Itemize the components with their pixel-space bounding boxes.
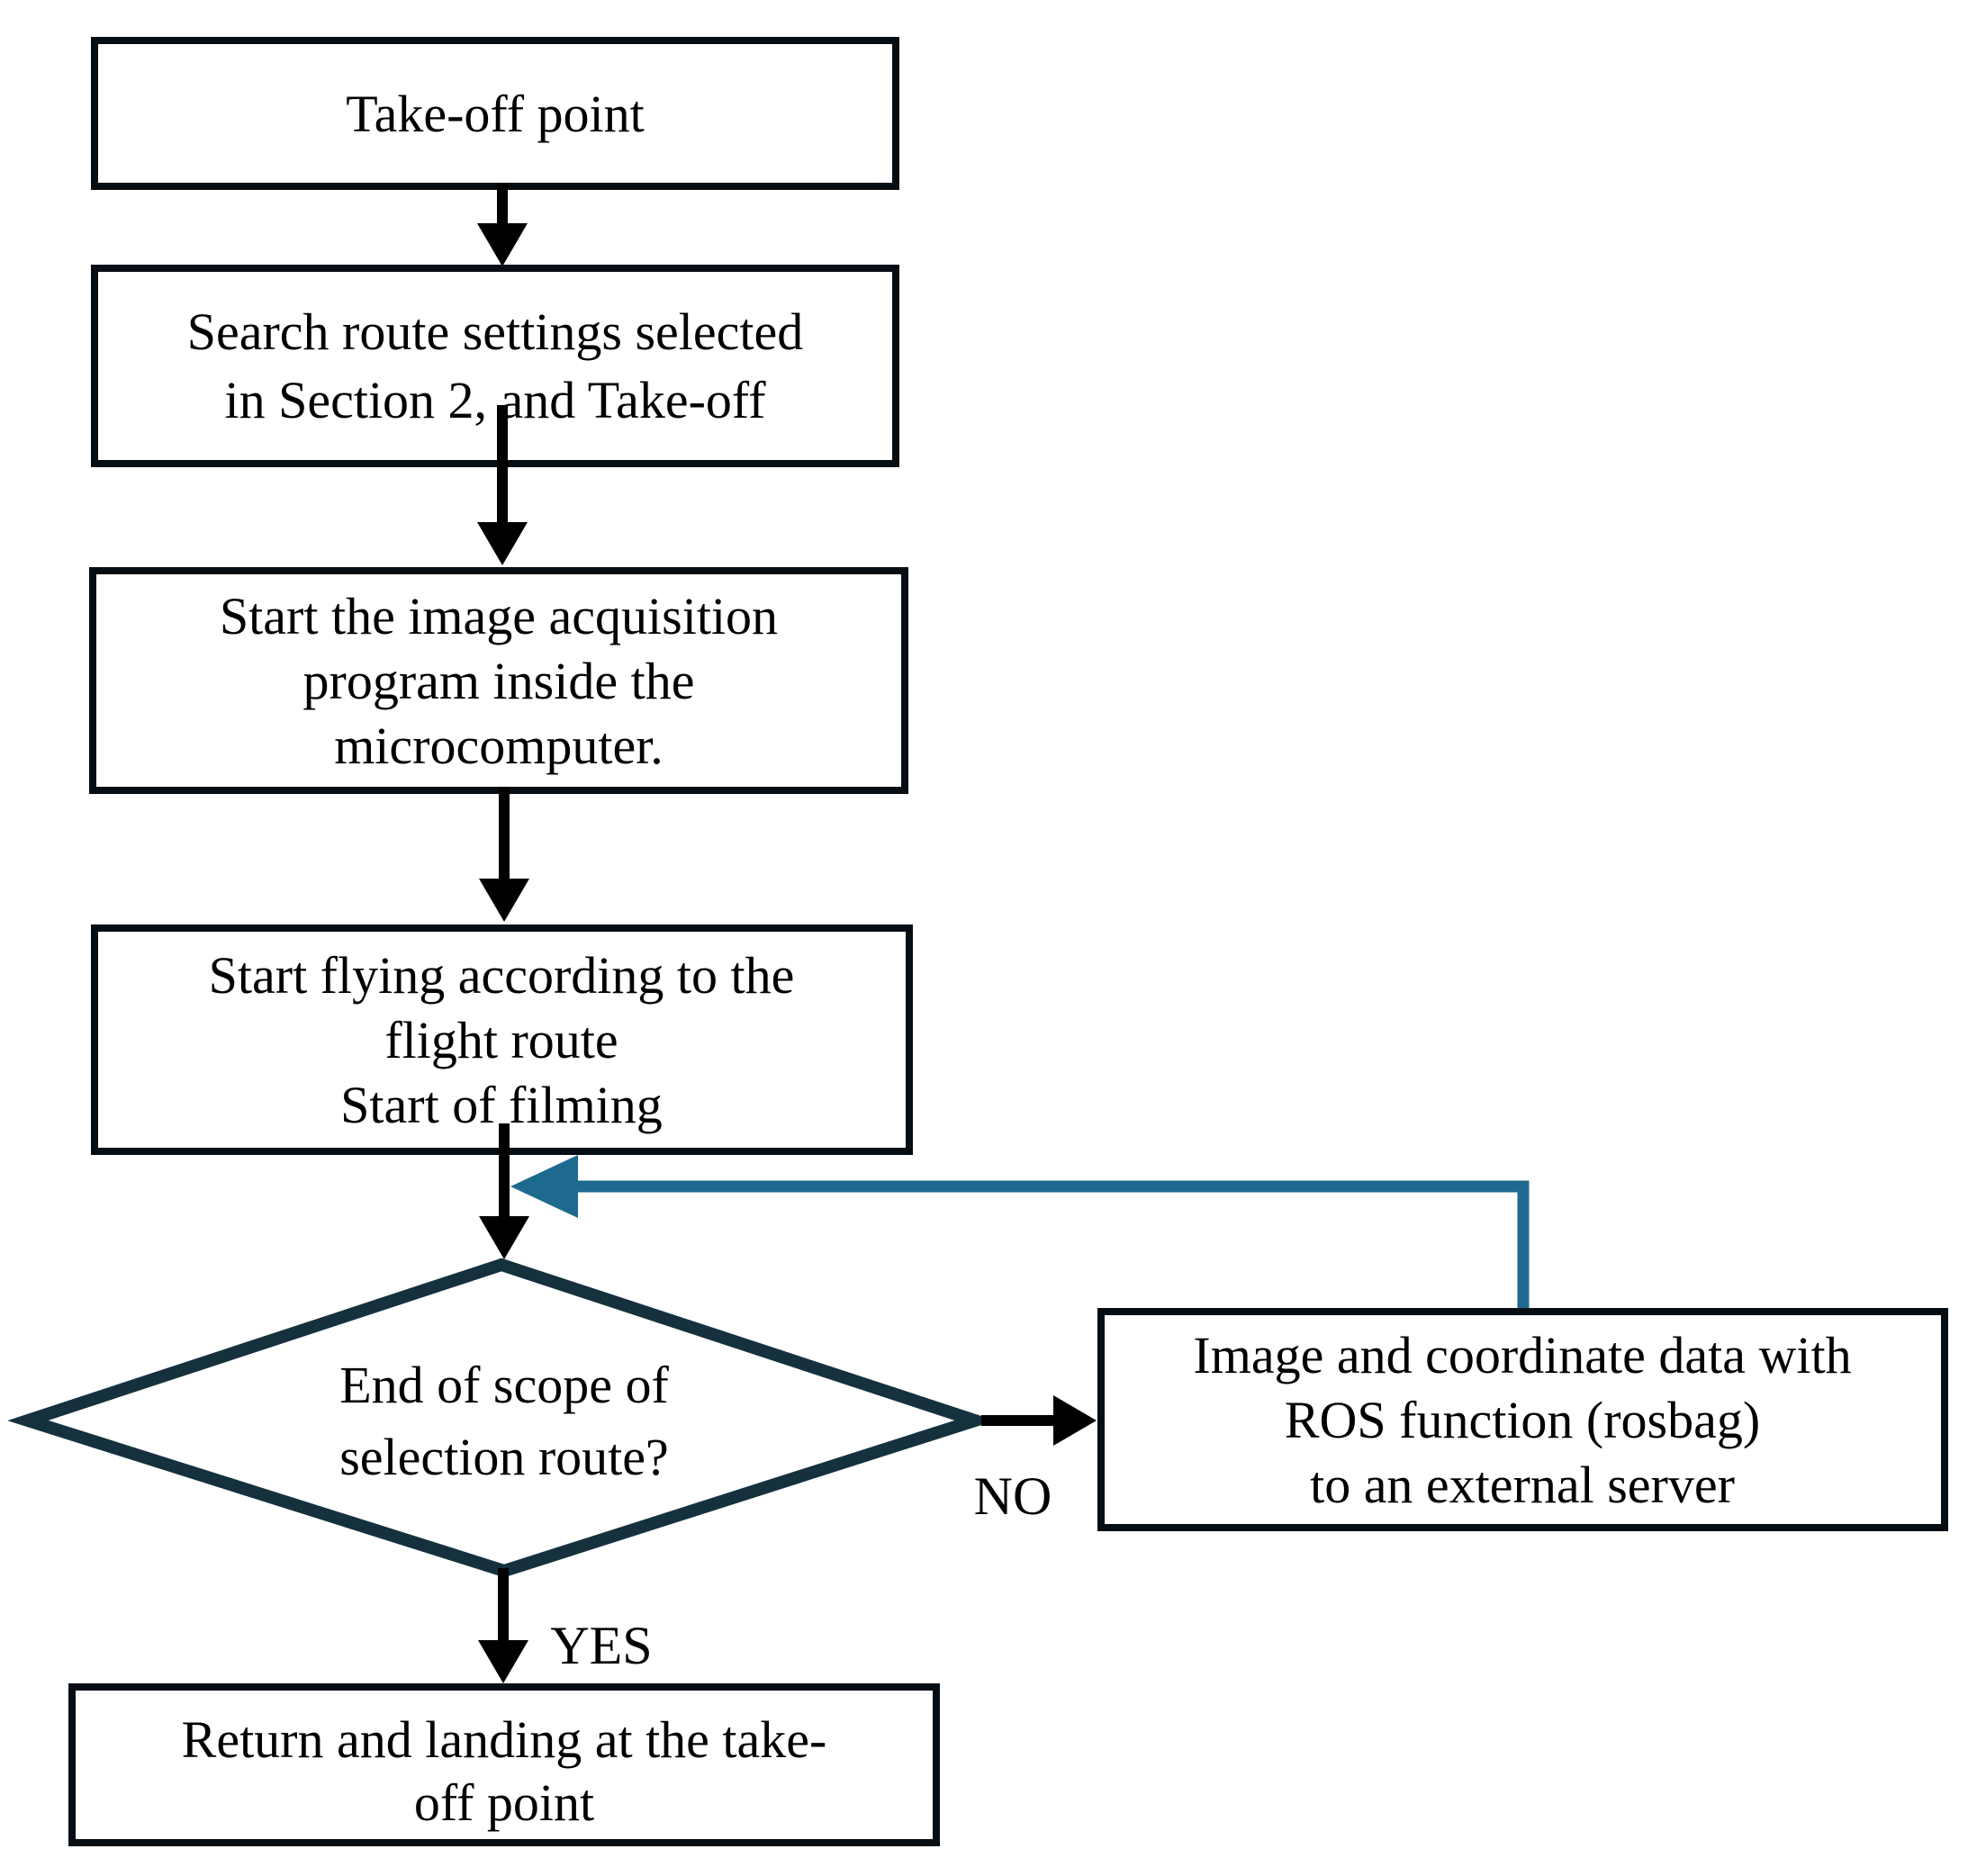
rosbag-label-line2: ROS function (rosbag) bbox=[1285, 1391, 1760, 1449]
arrow-takeoff-to-search bbox=[477, 183, 528, 266]
image-acquisition-label-line1: Start the image acquisition bbox=[220, 587, 778, 645]
arrow-yes-branch bbox=[478, 1568, 528, 1683]
return-landing-box bbox=[68, 1683, 940, 1846]
image-acquisition-label-line2: program inside the bbox=[303, 652, 695, 710]
arrowhead-down-icon bbox=[479, 1216, 529, 1259]
start-flying-box bbox=[91, 924, 913, 1155]
start-flying-label-line2: flight route bbox=[384, 1011, 618, 1069]
start-flying-label-line3: Start of filming bbox=[340, 1076, 663, 1134]
feedback-line bbox=[576, 1180, 1530, 1314]
decision-label-line2: selection route? bbox=[339, 1428, 669, 1486]
return-landing-label-line1: Return and landing at the take- bbox=[182, 1710, 827, 1769]
image-acquisition-box bbox=[89, 567, 908, 794]
arrow-no-branch bbox=[981, 1395, 1097, 1446]
arrowhead-down-icon bbox=[477, 223, 528, 266]
feedback-arrow bbox=[510, 1155, 1530, 1314]
arrow-acquisition-to-flying bbox=[479, 787, 529, 922]
arrow-flying-to-decision bbox=[479, 1123, 529, 1259]
takeoff-box bbox=[91, 37, 899, 190]
arrowhead-down-icon bbox=[479, 879, 529, 922]
no-branch-label: NO bbox=[974, 1466, 1052, 1526]
arrowhead-down-icon bbox=[478, 1640, 528, 1683]
arrowhead-down-icon bbox=[477, 522, 528, 565]
decision-diamond bbox=[7, 1258, 996, 1578]
search-route-label-line2: in Section 2, and Take-off bbox=[224, 371, 766, 429]
rosbag-label-line3: to an external server bbox=[1310, 1456, 1735, 1514]
search-route-box bbox=[91, 265, 899, 467]
image-acquisition-label-line3: microcomputer. bbox=[334, 717, 664, 775]
return-landing-label-line2: off point bbox=[414, 1773, 594, 1832]
decision-label-line1: End of scope of bbox=[339, 1356, 669, 1414]
arrow-search-to-acquisition bbox=[477, 405, 528, 565]
search-route-label-line1: Search route settings selected bbox=[187, 302, 803, 361]
start-flying-label-line1: Start flying according to the bbox=[209, 946, 795, 1005]
rosbag-box bbox=[1097, 1308, 1948, 1531]
arrowhead-right-icon bbox=[1053, 1395, 1097, 1446]
feedback-arrowhead-left-icon bbox=[510, 1155, 578, 1218]
yes-branch-label: YES bbox=[550, 1616, 652, 1675]
rosbag-label-line1: Image and coordinate data with bbox=[1193, 1326, 1851, 1384]
takeoff-label: Take-off point bbox=[346, 85, 645, 143]
